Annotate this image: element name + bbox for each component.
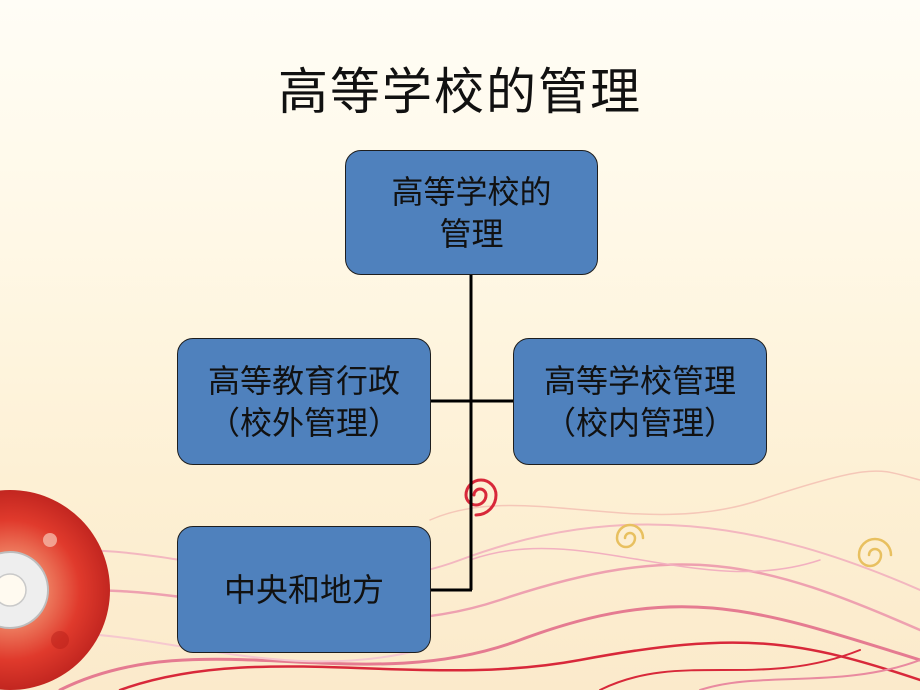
node-label-line1: 高等学校的 (391, 172, 552, 211)
node-internal-school-management: 高等学校管理 （校内管理） (513, 338, 767, 465)
node-central-and-local: 中央和地方 (177, 526, 431, 653)
node-label-line1: 中央和地方 (223, 570, 384, 609)
node-school-management: 高等学校的 管理 (345, 150, 598, 275)
slide-title: 高等学校的管理 (278, 63, 642, 121)
node-label-line2: 管理 (439, 214, 504, 253)
disc-image (0, 490, 110, 690)
node-label-line1: 高等学校管理 (543, 361, 736, 400)
node-higher-education-administration: 高等教育行政 （校外管理） (177, 338, 431, 465)
node-label-line1: 高等教育行政 (207, 361, 400, 400)
gold-swirl-ornament (615, 523, 893, 568)
node-label-line2: （校内管理） (543, 403, 736, 442)
node-label-line2: （校外管理） (207, 403, 400, 442)
spiral-ornament (464, 478, 498, 517)
